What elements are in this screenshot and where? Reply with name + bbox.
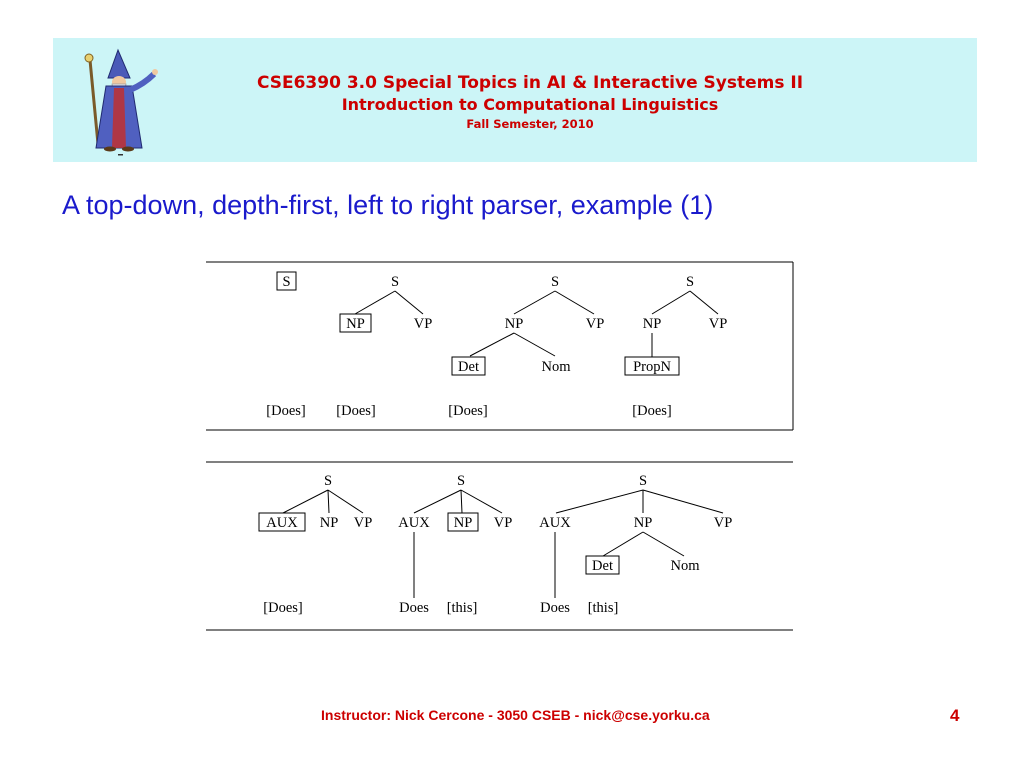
tree6-vp-node: VP	[494, 515, 513, 531]
tree5-word: [Does]	[263, 600, 302, 616]
page-number: 4	[950, 706, 960, 725]
tree7-vp-node: VP	[714, 515, 733, 531]
tree3-word: [Does]	[448, 403, 487, 419]
tree6-np-box	[447, 512, 479, 532]
tree4-word: [Does]	[632, 403, 671, 419]
tree5-s-node: S	[324, 473, 332, 489]
tree6-s-node: S	[457, 473, 465, 489]
tree6-next-word: [this]	[447, 600, 478, 616]
tree3-vp-node: VP	[586, 316, 605, 332]
tree2-vp-node: VP	[414, 316, 433, 332]
tree4-propn-node: PropN	[633, 359, 671, 375]
tree5-aux-box	[258, 512, 306, 532]
tree1-s-box	[276, 271, 297, 291]
tree7-det-box	[585, 555, 620, 575]
header-banner	[53, 38, 977, 162]
tree4-propn-box	[624, 356, 680, 376]
tree2-s-node: S	[391, 274, 399, 290]
wizard-logo-image	[84, 48, 158, 156]
tree5-vp-node: VP	[354, 515, 373, 531]
tree4-np-node: NP	[643, 316, 662, 332]
tree7-det-node: Det	[592, 558, 613, 574]
course-subtitle: Introduction to Computational Linguistic…	[341, 95, 719, 114]
tree6-aux-node: AUX	[398, 515, 430, 531]
tree3-np-node: NP	[505, 316, 524, 332]
tree6-np-node: NP	[454, 515, 473, 531]
tree7-nom-node: Nom	[671, 558, 701, 574]
tree1-word: [Does]	[266, 403, 305, 419]
semester-label: Fall Semester, 2010	[466, 117, 594, 131]
tree7-next-word: [this]	[588, 600, 619, 616]
tree1-s-node: S	[282, 274, 290, 290]
instructor-footer: Instructor: Nick Cercone - 3050 CSEB - n…	[321, 707, 710, 723]
tree7-aux-node: AUX	[539, 515, 571, 531]
tree2-word: [Does]	[336, 403, 375, 419]
tree5-np-node: NP	[320, 515, 339, 531]
course-title: CSE6390 3.0 Special Topics in AI & Inter…	[256, 73, 804, 93]
tree3-det-node: Det	[458, 359, 479, 375]
tree3-s-node: S	[551, 274, 559, 290]
tree3-det-box	[451, 356, 486, 376]
tree6-does-word: Does	[399, 600, 429, 616]
tree7-s-node: S	[639, 473, 647, 489]
slide-title: A top-down, depth-first, left to right p…	[62, 190, 714, 220]
tree2-np-node: NP	[346, 316, 365, 332]
tree5-aux-node: AUX	[266, 515, 298, 531]
tree4-vp-node: VP	[709, 316, 728, 332]
tree2-np-box	[339, 313, 372, 333]
tree3-nom-node: Nom	[542, 359, 572, 375]
tree7-does-word: Does	[540, 600, 570, 616]
tree7-np-node: NP	[634, 515, 653, 531]
tree4-s-node: S	[686, 274, 694, 290]
